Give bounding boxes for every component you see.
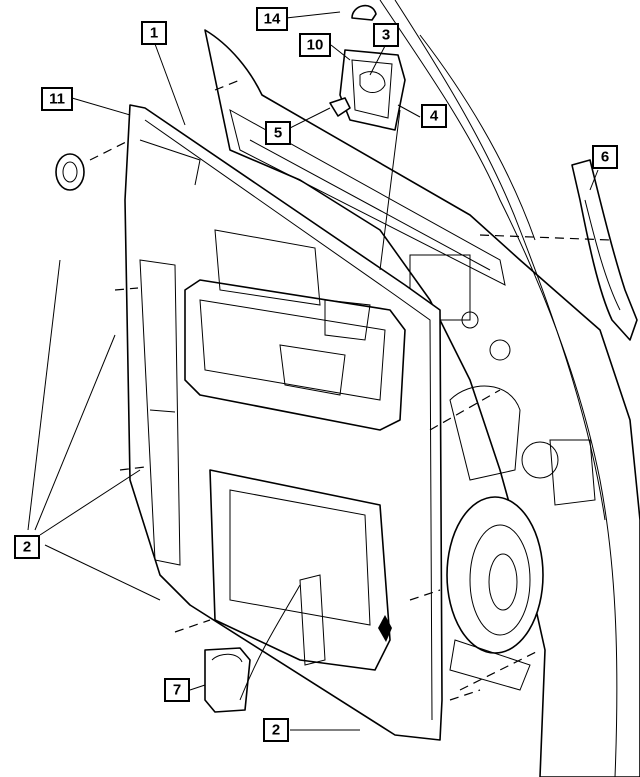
switch-bezel: [339, 49, 406, 131]
callout-label: 5: [274, 125, 282, 142]
leader-lines: [27, 11, 599, 731]
callout-label: 11: [49, 91, 65, 108]
callout-label: 2: [272, 722, 280, 739]
push-pin-clip: [329, 97, 351, 117]
callout-7: 7: [164, 678, 190, 702]
callout-2-left: 2: [14, 535, 40, 559]
callout-label: 14: [264, 11, 281, 28]
bin-insert: [204, 647, 251, 713]
callout-label: 7: [173, 682, 181, 699]
callout-label: 1: [150, 25, 158, 42]
callout-10: 10: [299, 33, 331, 57]
callout-4: 4: [421, 104, 447, 128]
callout-label: 3: [382, 27, 390, 44]
callout-2-bottom: 2: [263, 718, 289, 742]
callout-3: 3: [373, 23, 399, 47]
callout-5: 5: [265, 121, 291, 145]
callout-label: 2: [23, 539, 31, 556]
door-frame: [204, 0, 640, 777]
callout-6: 6: [592, 145, 618, 169]
door-trim-panel: [124, 104, 443, 741]
alignment-lines: [89, 79, 611, 701]
cap-part: [351, 4, 377, 21]
callout-14: 14: [256, 7, 288, 31]
callout-11: 11: [41, 87, 73, 111]
mirror-trim-panel: [571, 159, 638, 341]
callout-label: 6: [601, 149, 609, 166]
callout-1: 1: [141, 21, 167, 45]
retainer-plug: [55, 153, 85, 191]
callout-label: 10: [307, 37, 324, 54]
callout-label: 4: [430, 108, 439, 125]
